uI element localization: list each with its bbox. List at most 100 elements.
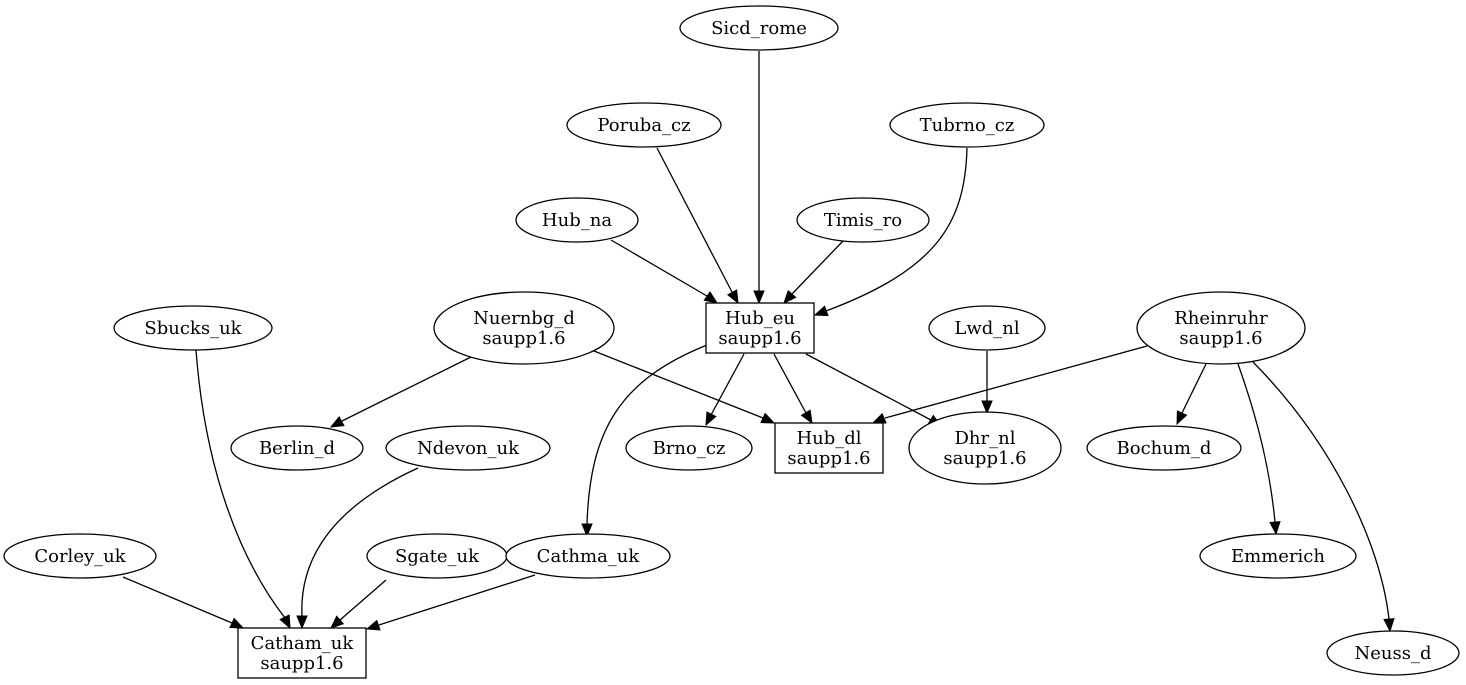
node-label: Hub_na <box>542 210 612 231</box>
arrowhead-icon <box>365 619 381 631</box>
arrowhead-icon <box>329 415 345 428</box>
edge-rheinruhr-to-hub-dl <box>871 345 1148 424</box>
edge-line <box>656 147 733 293</box>
node-emmerich: Emmerich <box>1199 533 1357 579</box>
arrowhead-icon <box>813 305 829 317</box>
arrowhead-icon <box>726 289 739 305</box>
node-ellipse <box>3 533 157 579</box>
edge-line <box>610 239 708 297</box>
node-neuss-d: Neuss_d <box>1326 630 1460 676</box>
edge-line <box>1181 363 1207 414</box>
node-label: Emmerich <box>1231 546 1325 567</box>
edge-poruba-cz-to-hub-eu <box>656 147 739 305</box>
node-label: Lwd_nl <box>954 318 1019 339</box>
node-sublabel: saupp1.6 <box>943 448 1026 469</box>
edge-line <box>593 350 764 419</box>
arrowhead-icon <box>296 615 308 630</box>
node-ellipse <box>1326 630 1460 676</box>
node-label: Catham_uk <box>251 633 355 654</box>
edge-line <box>1252 361 1390 620</box>
node-label: Rheinruhr <box>1174 308 1268 329</box>
edge-line <box>805 353 932 421</box>
node-ellipse <box>928 305 1046 351</box>
node-label: Nuernbg_d <box>473 308 575 329</box>
edge-line <box>341 356 472 422</box>
node-brno-cz: Brno_cz <box>625 425 753 471</box>
node-label: Neuss_d <box>1355 643 1432 664</box>
node-label: Hub_dl <box>796 428 861 449</box>
node-ellipse <box>515 197 639 243</box>
arrowhead-icon <box>871 412 887 424</box>
node-ellipse <box>1199 533 1357 579</box>
edge-line <box>884 345 1148 419</box>
node-sublabel: saupp1.6 <box>482 328 565 349</box>
edge-sgate-uk-to-catham-uk <box>330 579 387 629</box>
node-corley-uk: Corley_uk <box>3 533 157 579</box>
node-label: Berlin_d <box>259 438 335 459</box>
node-ellipse <box>113 305 273 351</box>
node-sublabel: saupp1.6 <box>1179 328 1262 349</box>
node-bochum-d: Bochum_d <box>1086 425 1242 471</box>
node-ellipse <box>433 291 615 365</box>
node-label: Dhr_nl <box>955 428 1016 449</box>
edge-rheinruhr-to-bochum-d <box>1176 363 1207 426</box>
arrowhead-icon <box>1176 410 1188 426</box>
node-label: Sgate_uk <box>395 546 480 567</box>
node-lwd-nl: Lwd_nl <box>928 305 1046 351</box>
node-ellipse <box>625 425 753 471</box>
node-timis-ro: Timis_ro <box>796 197 930 243</box>
node-box <box>705 302 815 354</box>
edge-line <box>339 579 387 621</box>
edge-hub-na-to-hub-eu <box>610 239 719 304</box>
node-ellipse <box>1136 291 1306 365</box>
node-label: Tubrno_cz <box>920 115 1015 136</box>
node-ndevon-uk: Ndevon_uk <box>385 425 551 471</box>
node-ellipse <box>679 5 839 51</box>
edge-line <box>1237 363 1276 523</box>
edge-rheinruhr-to-emmerich <box>1237 363 1281 536</box>
edge-timis-ro-to-hub-eu <box>783 240 844 304</box>
edge-sbucks-uk-to-catham-uk <box>195 349 291 630</box>
node-label: Cathma_uk <box>537 546 641 567</box>
node-label: Poruba_cz <box>597 115 690 136</box>
arrowhead-icon <box>753 290 765 305</box>
edge-line <box>791 240 844 295</box>
node-label: Ndevon_uk <box>417 438 520 459</box>
arrowhead-icon <box>581 523 593 538</box>
node-poruba-cz: Poruba_cz <box>566 102 722 148</box>
edge-rheinruhr-to-neuss-d <box>1252 361 1395 633</box>
node-sublabel: saupp1.6 <box>787 448 870 469</box>
edge-line <box>825 147 968 312</box>
node-sublabel: saupp1.6 <box>718 328 801 349</box>
node-berlin-d: Berlin_d <box>230 425 364 471</box>
arrowhead-icon <box>279 614 291 630</box>
node-ellipse <box>908 411 1062 485</box>
node-ellipse <box>889 102 1045 148</box>
arrowhead-icon <box>800 409 813 425</box>
node-ellipse <box>566 102 722 148</box>
node-tubrno-cz: Tubrno_cz <box>889 102 1045 148</box>
edge-tubrno-cz-to-hub-eu <box>813 147 968 317</box>
arrowhead-icon <box>1383 618 1395 633</box>
edge-hub-eu-to-cathma-uk <box>581 344 708 538</box>
node-cathma-uk: Cathma_uk <box>505 533 671 579</box>
node-ellipse <box>796 197 930 243</box>
node-label: Sicd_rome <box>711 18 807 39</box>
arrowhead-icon <box>330 615 345 629</box>
edge-hub-eu-to-dhr-nl <box>805 353 943 427</box>
edge-line <box>301 467 419 617</box>
arrowhead-icon <box>229 617 245 629</box>
node-sublabel: saupp1.6 <box>260 653 343 674</box>
node-box <box>774 422 884 474</box>
arrowhead-icon <box>705 411 717 427</box>
arrowhead-icon <box>783 289 797 304</box>
edge-corley-uk-to-catham-uk <box>122 576 245 629</box>
arrowhead-icon <box>760 412 776 424</box>
node-ellipse <box>505 533 671 579</box>
edge-lwd-nl-to-dhr-nl <box>981 351 993 415</box>
